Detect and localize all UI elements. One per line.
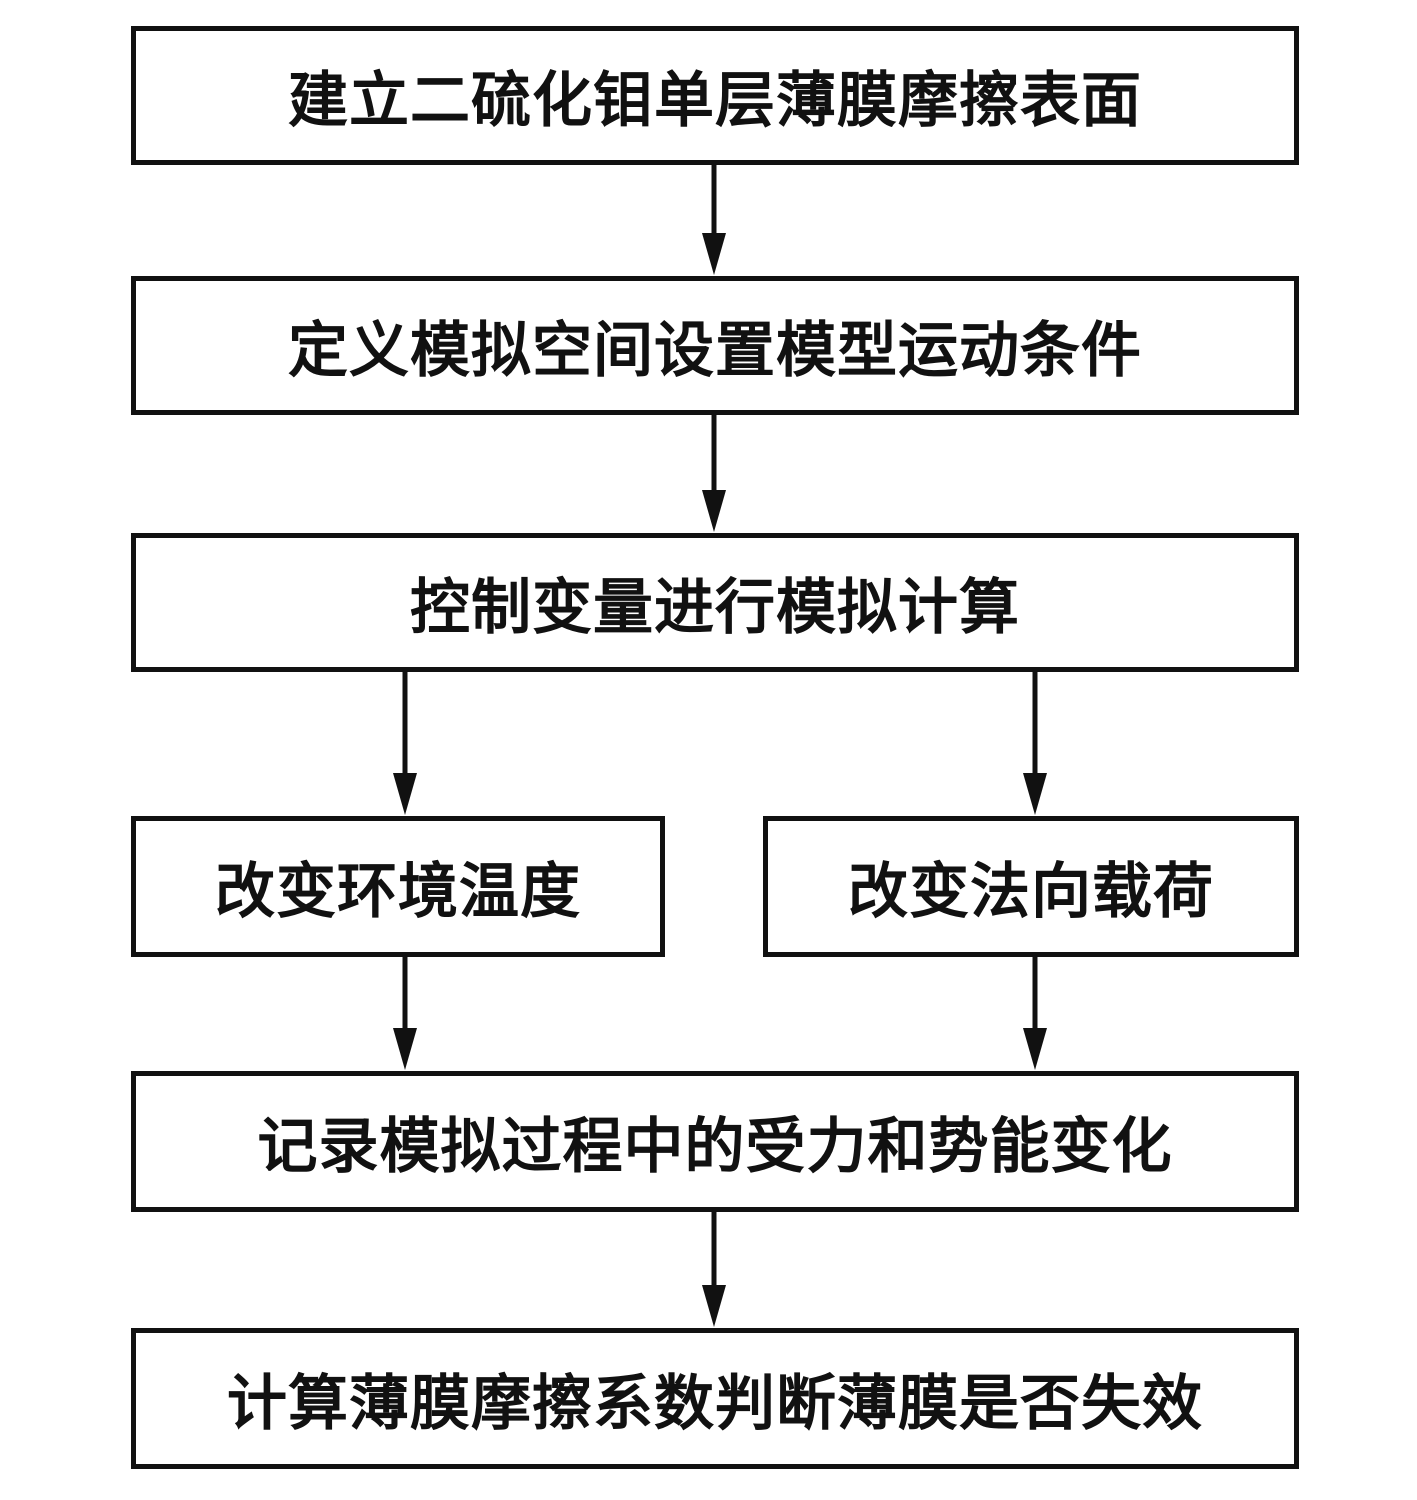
step-box-change-temperature: 改变环境温度 xyxy=(131,816,665,957)
step-label: 改变法向载荷 xyxy=(848,857,1214,927)
step-box-control-variables: 控制变量进行模拟计算 xyxy=(131,533,1299,672)
arrowhead-right xyxy=(1023,773,1047,815)
arrowhead-step5-left xyxy=(393,1028,417,1070)
step-label: 建立二硫化钼单层薄膜摩擦表面 xyxy=(288,66,1142,136)
step-box-record-forces: 记录模拟过程中的受力和势能变化 xyxy=(131,1071,1299,1212)
arrowhead-step3 xyxy=(702,490,726,532)
arrowhead-left xyxy=(393,773,417,815)
arrowhead-step5-right xyxy=(1023,1028,1047,1070)
step-label: 记录模拟过程中的受力和势能变化 xyxy=(257,1112,1173,1182)
step-label: 计算薄膜摩擦系数判断薄膜是否失效 xyxy=(227,1369,1203,1439)
step-box-build-surface: 建立二硫化钼单层薄膜摩擦表面 xyxy=(131,26,1299,165)
step-box-change-normal-load: 改变法向载荷 xyxy=(763,816,1299,957)
step-label: 定义模拟空间设置模型运动条件 xyxy=(288,316,1142,386)
step-label: 改变环境温度 xyxy=(215,857,581,927)
step-box-compute-friction: 计算薄膜摩擦系数判断薄膜是否失效 xyxy=(131,1328,1299,1469)
step-box-define-space: 定义模拟空间设置模型运动条件 xyxy=(131,276,1299,415)
arrowhead-step6 xyxy=(702,1285,726,1327)
arrowhead-step2 xyxy=(702,233,726,275)
step-label: 控制变量进行模拟计算 xyxy=(410,573,1020,643)
